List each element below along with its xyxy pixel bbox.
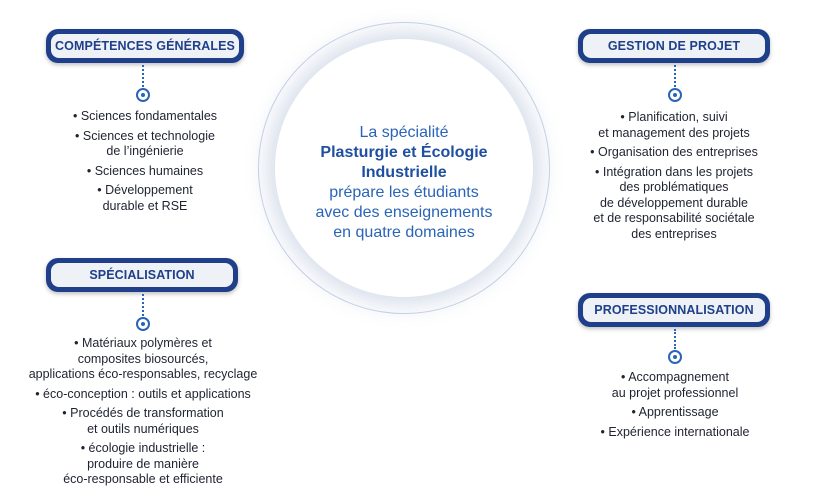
professionnalisation-title: PROFESSIONNALISATION [583,298,765,322]
specialisation-dot-icon [136,317,150,331]
competences-connector [142,65,144,87]
gestion-item: Planification, suivi et management des p… [565,110,783,141]
specialisation-title: SPÉCIALISATION [51,263,233,287]
professionnalisation-item: Accompagnement au projet professionnel [580,370,770,401]
specialisation-item: écologie industrielle : produire de mani… [10,441,276,488]
gestion-title: GESTION DE PROJET [583,34,765,58]
center-text: La spécialité Plasturgie et Écologie Ind… [275,123,533,243]
competences-title: COMPÉTENCES GÉNÉRALES [51,34,239,58]
gestion-connector [674,65,676,87]
gestion-dot-icon [668,88,682,102]
competences-list: Sciences fondamentalesSciences et techno… [40,109,250,218]
specialisation-list: Matériaux polymères et composites biosou… [10,336,276,492]
professionnalisation-item: Apprentissage [580,405,770,421]
specialisation-connector [142,294,144,316]
competences-item: Développement durable et RSE [40,183,250,214]
gestion-item: Organisation des entreprises [565,145,783,161]
specialisation-item: éco-conception : outils et applications [10,387,276,403]
professionnalisation-pill: PROFESSIONNALISATION [578,293,770,327]
specialisation-item: Matériaux polymères et composites biosou… [10,336,276,383]
outer-ring [258,22,550,314]
center-line1: La spécialité [359,124,449,141]
competences-item: Sciences fondamentales [40,109,250,125]
competences-pill: COMPÉTENCES GÉNÉRALES [46,29,244,63]
center-circle: La spécialité Plasturgie et Écologie Ind… [275,39,533,297]
center-rest: prépare les étudiants avec des enseignem… [315,184,493,241]
competences-item: Sciences humaines [40,164,250,180]
professionnalisation-connector [674,329,676,349]
specialisation-pill: SPÉCIALISATION [46,258,238,292]
center-bold-title: Plasturgie et Écologie Industrielle [320,144,488,181]
professionnalisation-item: Expérience internationale [580,425,770,441]
competences-item: Sciences et technologie de l’ingénierie [40,129,250,160]
professionnalisation-dot-icon [668,350,682,364]
gestion-item: Intégration dans les projets des problém… [565,165,783,243]
competences-dot-icon [136,88,150,102]
professionnalisation-list: Accompagnement au projet professionnelAp… [580,370,770,444]
specialisation-item: Procédés de transformation et outils num… [10,406,276,437]
gestion-pill: GESTION DE PROJET [578,29,770,63]
gestion-list: Planification, suivi et management des p… [565,110,783,246]
